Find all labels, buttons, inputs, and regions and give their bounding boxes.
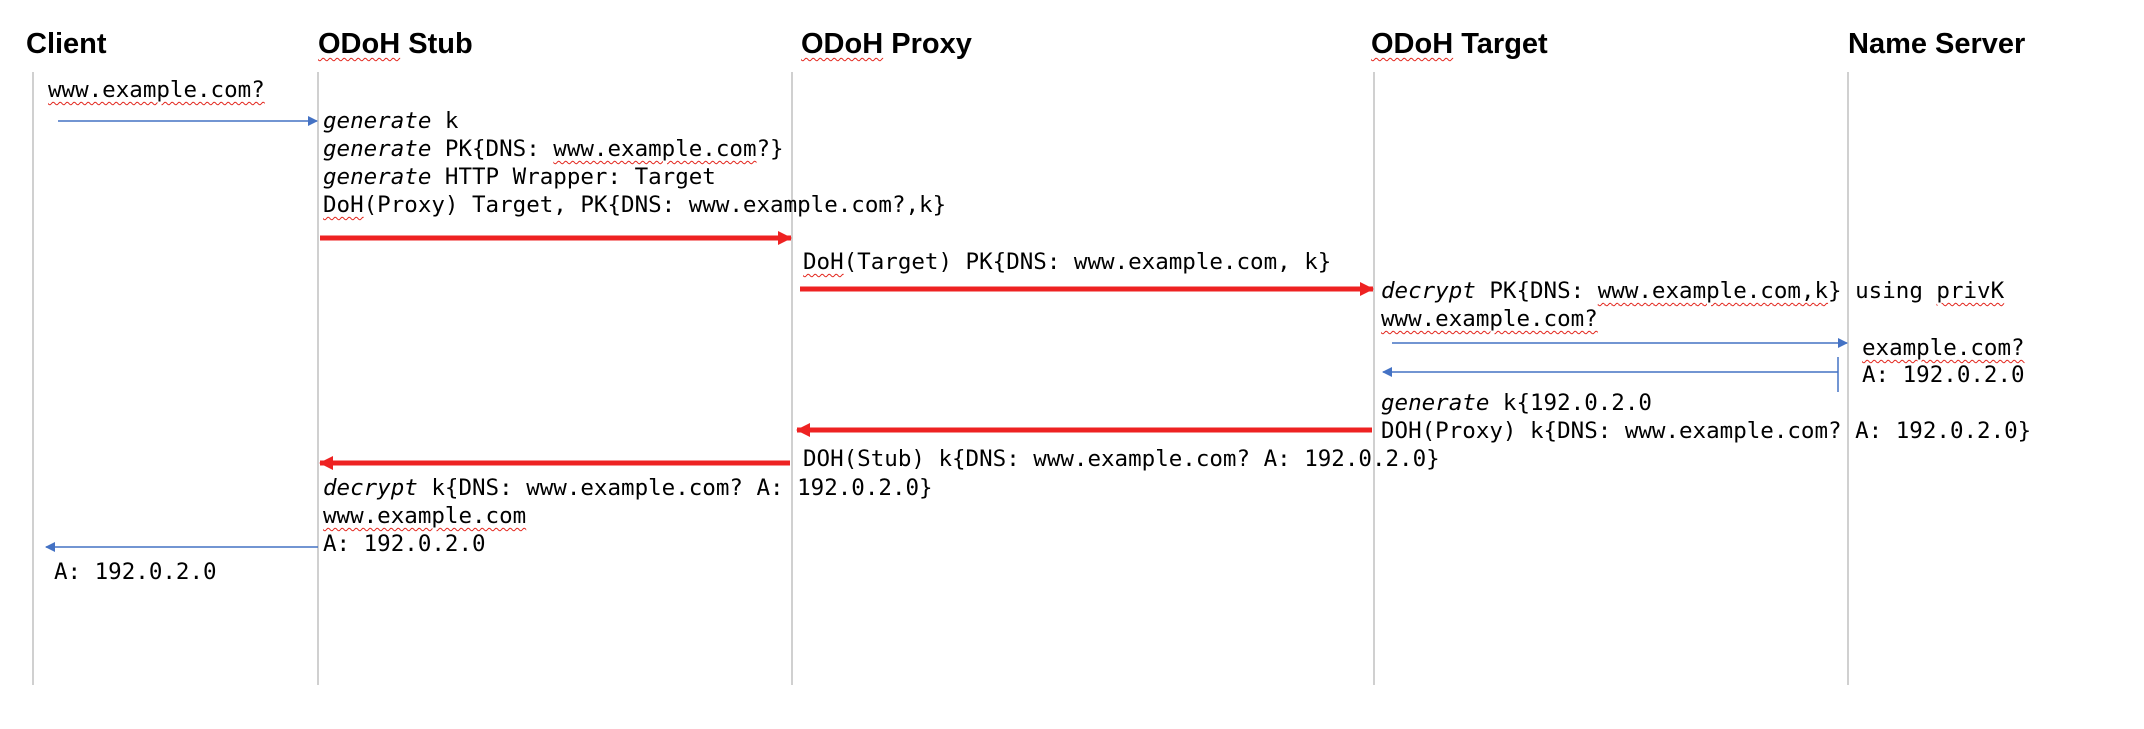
nameserver-answer: A: 192.0.2.0	[1862, 362, 2025, 388]
stub-gen-wrapper-text: HTTP Wrapper: Target	[431, 164, 716, 190]
target-decrypt-c: } using	[1828, 278, 1937, 304]
keyword-generate: generate	[1381, 390, 1490, 416]
header-odoh-word: ODoH	[318, 28, 401, 60]
header-odoh-word: ODoH	[801, 28, 884, 60]
header-odoh-target: ODoH Target	[1371, 28, 1548, 61]
keyword-generate: generate	[323, 108, 432, 134]
target-decrypt: decrypt PK{DNS: www.example.com,k} using…	[1381, 277, 2004, 305]
proxy-doh-target-message: DoH(Target) PK{DNS: www.example.com, k}	[803, 248, 1331, 276]
stub-answer: A: 192.0.2.0	[323, 531, 486, 557]
stub-generate-pk: generate PK{DNS: www.example.com?}	[323, 135, 784, 163]
client-query-text: www.example.com?	[48, 77, 265, 103]
keyword-decrypt: decrypt	[323, 475, 418, 501]
stub-doh-b: (Proxy) Target, PK{DNS: www.example.com?…	[363, 192, 947, 218]
header-odoh-word: ODoH	[1371, 28, 1454, 60]
header-name-server: Name Server	[1848, 28, 2026, 60]
target-query-text: www.example.com?	[1381, 306, 1598, 332]
header-proxy-word: Proxy	[883, 28, 972, 60]
target-query: www.example.com?	[1381, 305, 1598, 333]
client-answer: A: 192.0.2.0	[54, 559, 217, 585]
target-generate-response: generate k{192.0.2.0	[1381, 389, 1652, 417]
stub-generate-key: generate k	[323, 107, 458, 135]
target-decrypt-a: PK{DNS:	[1475, 278, 1598, 304]
proxy-doh-stub-reply: DOH(Stub) k{DNS: www.example.com? A: 192…	[803, 446, 1440, 472]
keyword-decrypt: decrypt	[1381, 278, 1476, 304]
nameserver-query: example.com?	[1862, 334, 2025, 362]
stub-gen-pk-a: PK{DNS:	[431, 136, 554, 162]
header-odoh-stub: ODoH Stub	[318, 28, 473, 61]
stub-decrypt-text: k{DNS: www.example.com? A: 192.0.2.0}	[417, 475, 933, 501]
stub-doh-a: DoH	[323, 192, 364, 218]
stub-gen-k-text: k	[431, 108, 459, 134]
ns-query-text: example.com?	[1862, 335, 2025, 361]
header-target-word: Target	[1453, 28, 1548, 60]
stub-name: www.example.com	[323, 502, 526, 530]
client-query: www.example.com?	[48, 76, 265, 104]
stub-generate-wrapper: generate HTTP Wrapper: Target	[323, 163, 716, 191]
target-doh-proxy-reply: DOH(Proxy) k{DNS: www.example.com? A: 19…	[1381, 418, 2032, 444]
target-gen-k-text: k{192.0.2.0	[1489, 390, 1652, 416]
target-decrypt-d: privK	[1936, 278, 2005, 304]
keyword-generate: generate	[323, 136, 432, 162]
stub-gen-pk-c: ?}	[756, 136, 784, 162]
stub-gen-pk-b: www.example.com	[553, 136, 757, 162]
stub-doh-proxy-message: DoH(Proxy) Target, PK{DNS: www.example.c…	[323, 191, 946, 219]
header-odoh-proxy: ODoH Proxy	[801, 28, 972, 61]
keyword-generate: generate	[323, 164, 432, 190]
target-decrypt-b: www.example.com,k	[1597, 278, 1829, 304]
proxy-doh-a: DoH	[803, 249, 844, 275]
proxy-doh-b: (Target) PK{DNS: www.example.com, k}	[843, 249, 1332, 275]
header-client: Client	[26, 28, 107, 60]
stub-decrypt: decrypt k{DNS: www.example.com? A: 192.0…	[323, 474, 933, 502]
stub-name-text: www.example.com	[323, 503, 527, 529]
header-stub-word: Stub	[400, 28, 473, 60]
